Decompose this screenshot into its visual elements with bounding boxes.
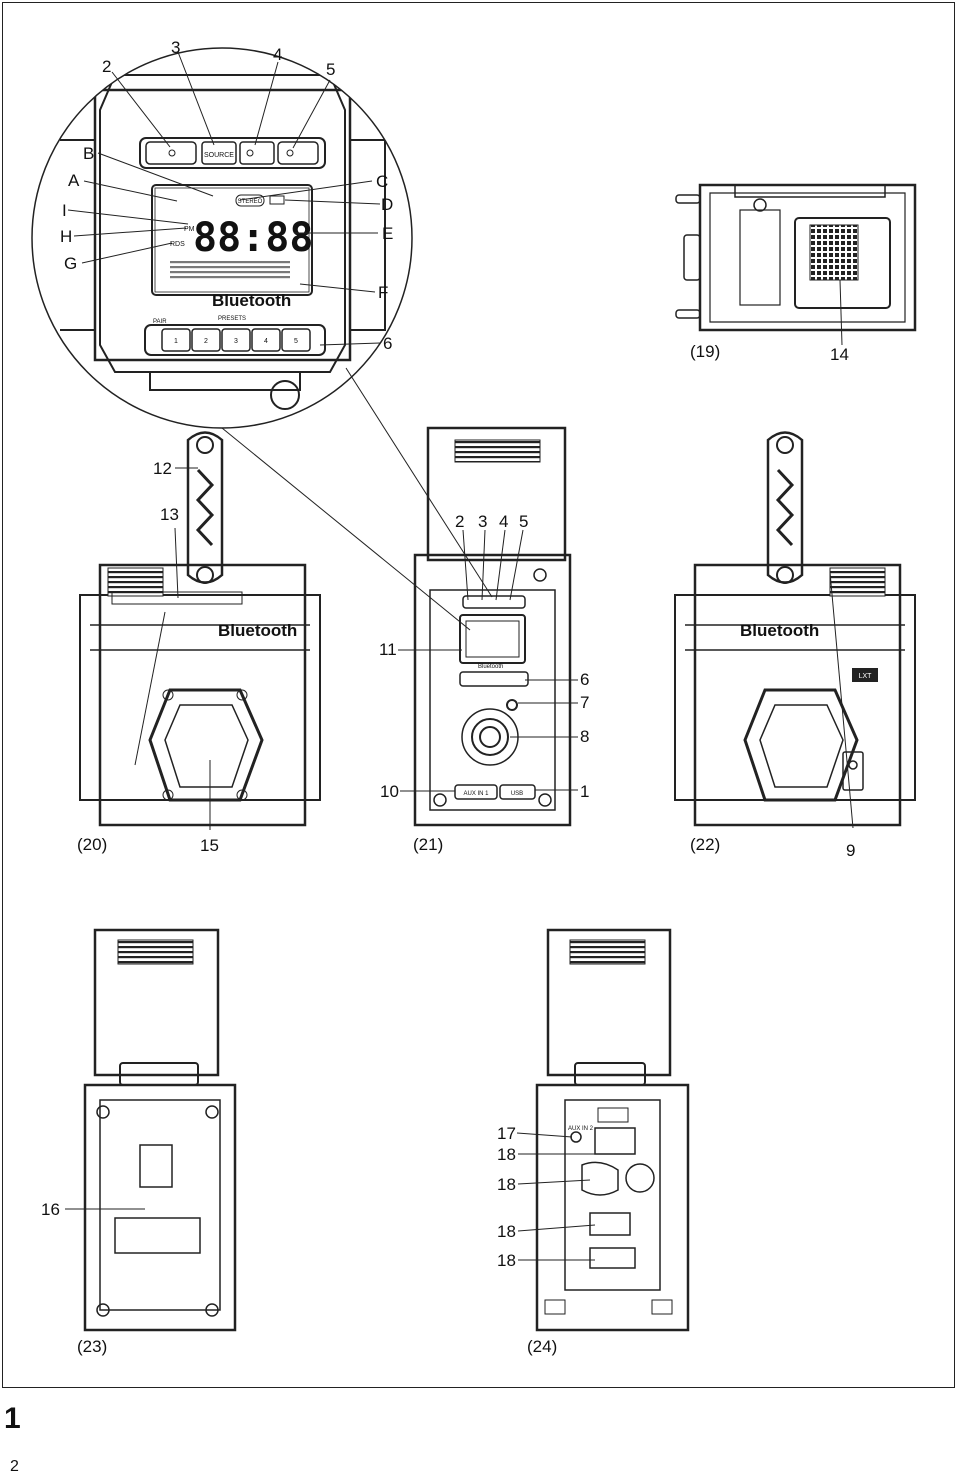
- fig21-callout-5: 5: [519, 512, 528, 531]
- callout-16: 16: [41, 1200, 60, 1219]
- presets-title: PRESETS: [218, 316, 246, 322]
- callout-G: G: [64, 254, 77, 273]
- callout-9: 9: [846, 841, 855, 860]
- usb-label: USB: [511, 791, 523, 797]
- figure-number: 1: [4, 1402, 21, 1435]
- callout-3: 3: [171, 38, 180, 57]
- callout-6: 6: [383, 334, 392, 353]
- lxt-badge: LXT: [859, 673, 873, 680]
- callout-14: 14: [830, 345, 849, 364]
- preset-5: 5: [294, 338, 298, 345]
- callout-E: E: [382, 224, 393, 243]
- callout-2: 2: [102, 57, 111, 76]
- callout-7: 7: [580, 693, 589, 712]
- figure-24-rear-open-view: AUX IN 2 17 18 18 18 18 (24): [497, 928, 690, 1356]
- zoom-leaders: [67, 51, 493, 631]
- stereo-indicator: STEREO: [238, 199, 263, 205]
- callout-18-c: 18: [497, 1222, 516, 1241]
- pm-indicator: PM: [184, 226, 195, 233]
- bluetooth-logo: Bluetooth: [212, 291, 291, 310]
- preset-1: 1: [174, 338, 178, 345]
- figure-22-side-view: Bluetooth LXT (22) 9: [674, 431, 916, 860]
- fig21-bluetooth: Bluetooth: [478, 664, 503, 670]
- aux-in-1-label: AUX IN 1: [463, 791, 489, 797]
- callout-17: 17: [497, 1124, 516, 1143]
- callout-18-b: 18: [497, 1175, 516, 1194]
- callout-C: C: [376, 172, 388, 191]
- callout-4: 4: [273, 45, 282, 64]
- caption-19: (19): [690, 342, 720, 361]
- callout-10: 10: [380, 782, 399, 801]
- caption-23: (23): [77, 1337, 107, 1356]
- page-number: 2: [10, 1458, 19, 1475]
- fig22-bluetooth: Bluetooth: [740, 621, 819, 640]
- callout-18-d: 18: [497, 1251, 516, 1270]
- callout-15: 15: [200, 836, 219, 855]
- callout-D: D: [381, 195, 393, 214]
- callout-B: B: [83, 144, 94, 163]
- callout-11: 11: [379, 640, 397, 659]
- callout-A: A: [68, 171, 80, 190]
- preset-2: 2: [204, 338, 208, 345]
- figure-21-front-view: Bluetooth AUX IN 1 USB 2 3 4 5 11 6: [379, 426, 589, 854]
- caption-22: (22): [690, 835, 720, 854]
- source-button-label: SOURCE: [204, 152, 234, 159]
- fig21-callout-3: 3: [478, 512, 487, 531]
- figure-23-rear-view: 16 (23): [41, 928, 237, 1356]
- callout-5: 5: [326, 60, 335, 79]
- fig20-bluetooth: Bluetooth: [218, 621, 297, 640]
- callout-F: F: [378, 283, 388, 302]
- callout-18-a: 18: [497, 1145, 516, 1164]
- figure-frame: [2, 2, 955, 1388]
- callout-1: 1: [580, 782, 589, 801]
- fig21-callout-6: 6: [580, 670, 589, 689]
- figure-20-side-view: Bluetooth 12 13 (20) 15: [77, 431, 321, 855]
- preset-3: 3: [234, 338, 238, 345]
- fig21-callout-2: 2: [455, 512, 464, 531]
- dot-matrix-display: [170, 260, 290, 280]
- caption-21: (21): [413, 835, 443, 854]
- pair-label: PAIR: [153, 319, 167, 325]
- caption-24: (24): [527, 1337, 557, 1356]
- preset-buttons[interactable]: 1 2 3 4 5: [161, 328, 311, 352]
- fig21-callout-4: 4: [499, 512, 508, 531]
- rds-indicator: RDS: [170, 241, 185, 248]
- clock-digits: 88:88: [193, 215, 313, 261]
- callout-8: 8: [580, 727, 589, 746]
- preset-4: 4: [264, 338, 268, 345]
- aux-in-2-label: AUX IN 2: [568, 1126, 594, 1132]
- callout-13: 13: [160, 505, 179, 524]
- callout-12: 12: [153, 459, 172, 478]
- callout-I: I: [62, 201, 67, 220]
- figure-19-top-view: (19) 14: [675, 183, 917, 364]
- caption-20: (20): [77, 835, 107, 854]
- zoom-detail: SOURCE STEREO PM RDS 88:88 Bluetooth PAI…: [31, 38, 493, 631]
- callout-H: H: [60, 227, 72, 246]
